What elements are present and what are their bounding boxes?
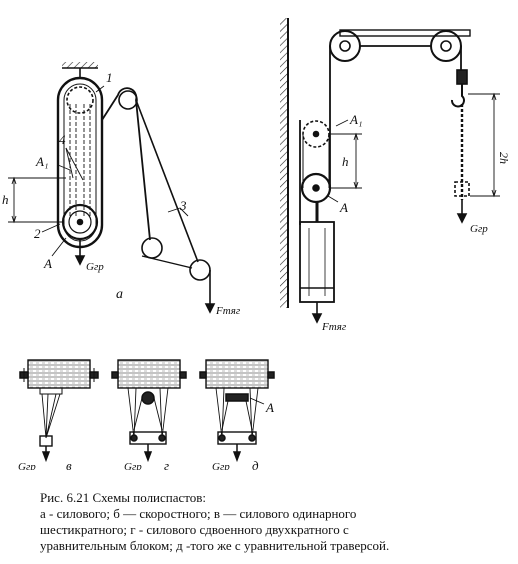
pulley-schemes-figure: 1 4 A₁ h 2 A Gгр 3 Fтяг а — [2, 18, 511, 470]
caption-line-4: уравнительным блоком; д -того же с уравн… — [40, 538, 390, 553]
label-A1-a: A₁ — [35, 154, 48, 169]
caption-line-3: шестикратного; г - силового сдвоенного д… — [40, 522, 349, 537]
ceiling-beam-b — [339, 29, 471, 37]
beam-d — [205, 359, 269, 389]
beam-g — [117, 359, 181, 389]
equalizer-pulley-g — [141, 391, 155, 405]
label-A-a: A — [43, 256, 52, 271]
label-2h-b: 2h — [497, 152, 511, 164]
upper-pulley-a — [66, 86, 94, 114]
figure-caption: Рис. 6.21 Схемы полиспастов: а - силовог… — [40, 490, 510, 554]
label-Ggr-g: Gгр — [124, 461, 142, 470]
label-Ggr-b: Gгр — [470, 223, 488, 235]
label-3: 3 — [179, 198, 187, 213]
label-h-a: h — [2, 192, 9, 207]
hook-block-b — [456, 69, 468, 85]
label-h-b: h — [342, 154, 349, 169]
top-right-pulley-a — [118, 90, 138, 110]
ceiling-mount-a — [62, 62, 98, 78]
label-Ftag-b: Fтяг — [321, 321, 347, 333]
cylinder-b — [299, 221, 335, 303]
label-1: 1 — [106, 70, 113, 85]
subfig-label-a: а — [116, 287, 123, 302]
label-Ggr-v: Gгр — [18, 461, 36, 470]
beam-v — [27, 359, 91, 389]
hook-b — [451, 84, 465, 108]
label-A1-b: A₁ — [349, 112, 362, 127]
h-dimension-a — [8, 176, 66, 224]
bottom-pulley-a — [189, 259, 211, 281]
label-A-b: A — [339, 200, 348, 215]
wall-b — [280, 18, 289, 308]
scheme-g — [111, 359, 187, 463]
scheme-a — [8, 62, 216, 314]
label-A-d: A — [265, 400, 274, 415]
rope-a — [101, 87, 151, 241]
caption-title: Рис. 6.21 Схемы полиспастов: — [40, 490, 207, 505]
equalizer-beam-d — [225, 393, 249, 402]
caption-line-2: а - силового; б — скоростного; в — силов… — [40, 506, 357, 521]
mid-pulley-a — [141, 237, 163, 259]
subfig-label-g: г — [164, 458, 169, 470]
scheme-b — [280, 18, 500, 324]
label-Ggr-a: Gгр — [86, 261, 104, 273]
label-4: 4 — [59, 132, 66, 147]
lower-pulley-a — [61, 203, 99, 241]
subfig-label-d: д — [252, 458, 259, 470]
label-Ggr-d: Gгр — [212, 461, 230, 470]
label-Ftag-a: Fтяг — [215, 305, 241, 317]
pulley-frame-a — [56, 76, 104, 249]
scheme-v — [19, 359, 99, 463]
subfig-label-v: в — [66, 458, 72, 470]
scheme-d — [199, 359, 275, 463]
label-2: 2 — [34, 226, 41, 241]
